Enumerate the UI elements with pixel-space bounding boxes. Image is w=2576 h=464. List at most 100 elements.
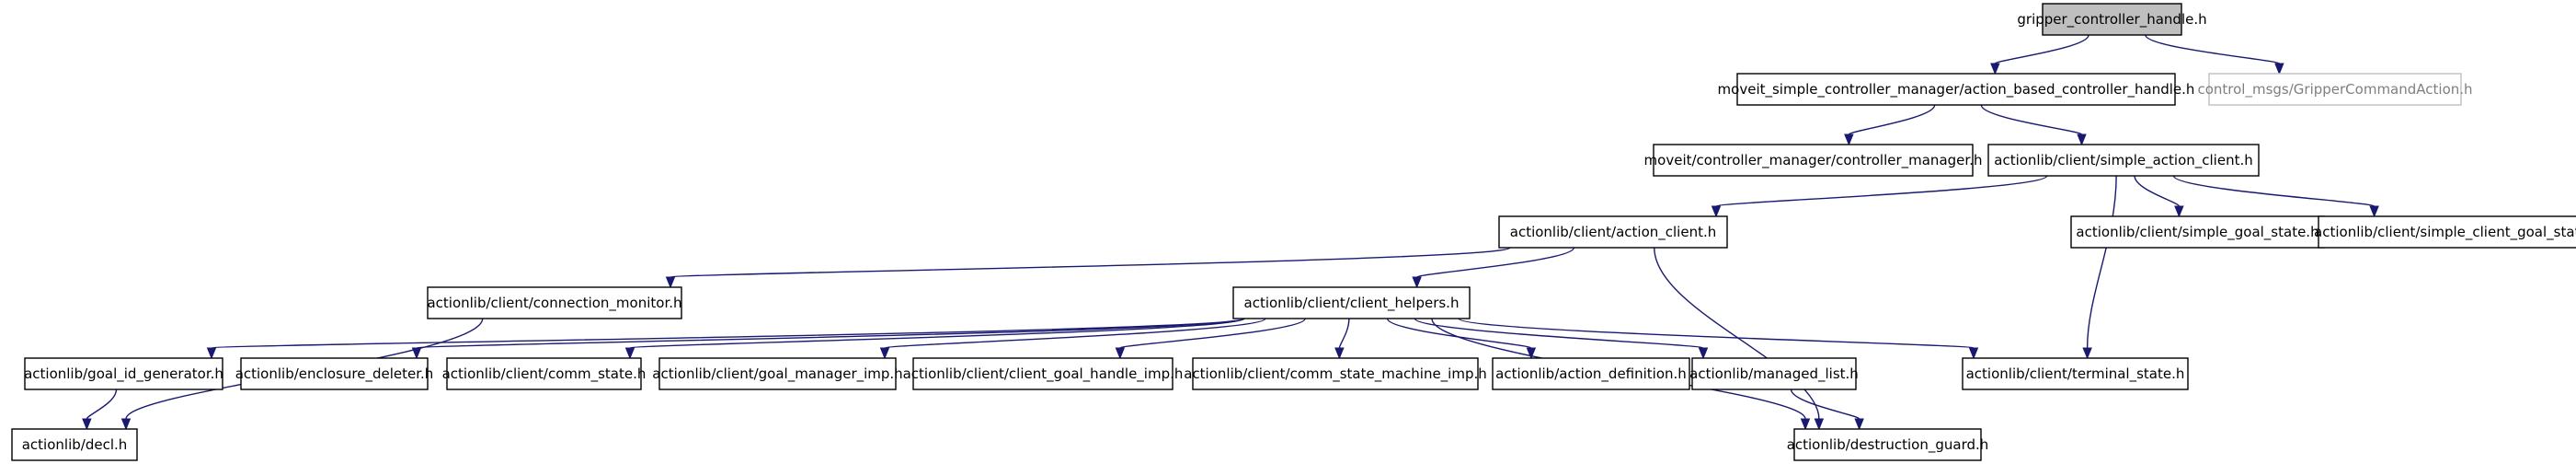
arrowhead-icon (1412, 276, 1422, 289)
node-box (658, 357, 897, 390)
node-label: moveit_simple_controller_manager/action_… (1718, 81, 2195, 99)
arrowhead-icon (411, 347, 422, 360)
arrowhead-icon (1698, 347, 1709, 360)
edge-sac-to-scgs (2172, 175, 2379, 218)
node-box (2318, 215, 2576, 249)
arrowhead-icon (1844, 133, 1854, 146)
node-box (1987, 144, 2260, 177)
node-gca: control_msgs/GripperCommandAction.h (2197, 73, 2473, 106)
edge-line (2134, 175, 2181, 207)
arrowhead-icon (1115, 347, 1126, 360)
node-cs[interactable]: actionlib/client/comm_state.h (442, 357, 647, 390)
node-dg[interactable]: actionlib/destruction_guard.h (1787, 428, 1989, 461)
edge-ch-to-gmi (879, 318, 1266, 360)
node-sac[interactable]: actionlib/client/simple_action_client.h (1987, 144, 2260, 177)
edge-line (1415, 247, 1575, 278)
node-layer: gripper_controller_handle.h moveit_simple… (11, 3, 2576, 461)
node-box (1793, 428, 1982, 461)
edge-line (1119, 318, 1306, 349)
node-gripper: gripper_controller_handle.h (2017, 3, 2207, 36)
arrowhead-icon (624, 347, 635, 360)
node-box (1653, 144, 1974, 177)
node-cm[interactable]: moveit/controller_manager/controller_man… (1644, 144, 1983, 177)
node-ed[interactable]: actionlib/enclosure_deleter.h (235, 357, 434, 390)
edge-ac-to-ch (1412, 247, 1575, 289)
edge-abch-to-cm (1844, 104, 1936, 146)
edge-line (1790, 389, 1860, 420)
arrowhead-icon (120, 418, 132, 431)
node-gmi[interactable]: actionlib/client/goal_manager_imp.h (652, 357, 903, 390)
node-box (2208, 73, 2462, 106)
node-decl[interactable]: actionlib/decl.h (11, 428, 138, 461)
edge-line (2172, 175, 2376, 207)
node-ts[interactable]: actionlib/client/terminal_state.h (1962, 357, 2189, 390)
node-cghi[interactable]: actionlib/client/client_goal_handle_imp.… (903, 357, 1184, 390)
edge-line (670, 247, 1511, 278)
node-scgs[interactable]: actionlib/client/simple_client_goal_stat… (2314, 215, 2576, 249)
arrowhead-icon (2274, 63, 2284, 75)
edge-line (416, 318, 1245, 349)
node-label: actionlib/client/comm_state_machine_imp.… (1184, 365, 1487, 383)
node-ac[interactable]: actionlib/client/action_client.h (1498, 215, 1728, 249)
edge-sac-to-sgs (2134, 175, 2184, 218)
node-adef[interactable]: actionlib/action_definition.h (1492, 357, 1690, 390)
edge-abch-to-sac (1980, 104, 2087, 146)
node-label: actionlib/client/client_goal_handle_imp.… (903, 365, 1184, 383)
edge-ch-to-ml (1414, 318, 1709, 360)
edge-line (1848, 104, 1936, 135)
node-label: actionlib/action_definition.h (1495, 365, 1687, 383)
edge-line (1980, 104, 2083, 135)
node-abch[interactable]: moveit_simple_controller_manager/action_… (1718, 73, 2195, 106)
arrowhead-icon (1968, 347, 1979, 360)
edge-line (2145, 34, 2281, 64)
edge-sac-to-ac (1711, 175, 2048, 218)
node-label: gripper_controller_handle.h (2017, 11, 2206, 29)
arrowhead-icon (1814, 418, 1825, 431)
arrowhead-icon (82, 418, 92, 431)
node-label: actionlib/client/simple_action_client.h (1994, 152, 2253, 169)
edge-gripper-to-abch (1990, 34, 2089, 75)
edge-ml-to-dg (1790, 389, 1864, 431)
edge-ch-to-gig (206, 318, 1245, 360)
edge-line (86, 389, 118, 420)
node-box (1691, 357, 1857, 390)
node-box (427, 286, 682, 319)
edge-line (884, 318, 1266, 349)
node-label: actionlib/client/action_client.h (1510, 224, 1716, 241)
edge-line (1994, 34, 2089, 64)
arrowhead-icon (206, 347, 217, 360)
node-label: actionlib/client/connection_monitor.h (427, 295, 681, 312)
edge-line (211, 318, 1245, 349)
node-gig[interactable]: actionlib/goal_id_generator.h (24, 357, 223, 390)
arrowhead-icon (1800, 418, 1811, 431)
node-csmi[interactable]: actionlib/client/comm_state_machine_imp.… (1184, 357, 1487, 390)
node-ml[interactable]: actionlib/managed_list.h (1689, 357, 1859, 390)
node-label: actionlib/client/terminal_state.h (1966, 365, 2185, 383)
edge-gig-to-decl (82, 389, 118, 431)
node-box (240, 357, 429, 390)
edge-line (1715, 175, 2048, 207)
node-label: actionlib/client/simple_client_goal_stat… (2314, 224, 2576, 241)
node-box (24, 357, 223, 390)
node-label: actionlib/decl.h (22, 436, 128, 453)
node-box (2042, 3, 2182, 36)
node-label: actionlib/goal_id_generator.h (24, 365, 223, 383)
node-conmon[interactable]: actionlib/client/connection_monitor.h (427, 286, 682, 319)
edge-line (629, 318, 1245, 349)
node-label: actionlib/enclosure_deleter.h (235, 365, 434, 383)
arrowhead-icon (1990, 63, 2000, 75)
node-label: moveit/controller_manager/controller_man… (1644, 152, 1983, 169)
edge-sac-to-ts (2082, 175, 2117, 360)
edge-gripper-to-gca (2145, 34, 2284, 75)
arrowhead-icon (1334, 347, 1345, 360)
node-box (1962, 357, 2189, 390)
edge-ch-to-csmi (1334, 318, 1350, 360)
edge-ac-to-dg (1654, 247, 1825, 431)
node-sgs[interactable]: actionlib/client/simple_goal_state.h (2070, 215, 2325, 249)
node-ch[interactable]: actionlib/client/client_helpers.h (1232, 286, 1471, 319)
edge-ch-to-ts (1458, 318, 1979, 360)
node-box (1192, 357, 1479, 390)
node-box (1498, 215, 1728, 249)
node-label: actionlib/client/comm_state.h (442, 365, 647, 383)
arrowhead-icon (2082, 347, 2092, 360)
